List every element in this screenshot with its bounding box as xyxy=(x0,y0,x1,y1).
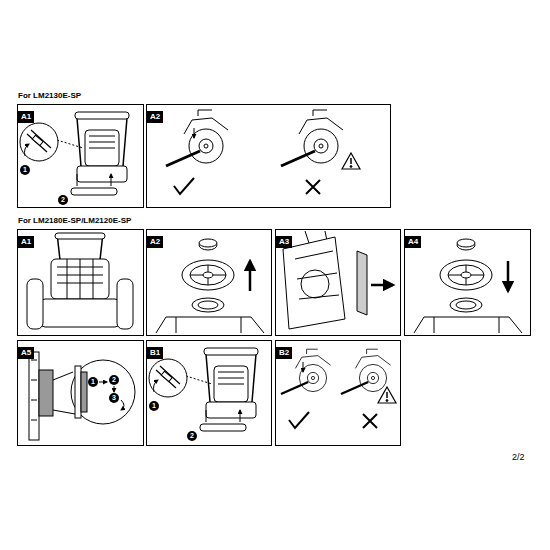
step-panel: A1 xyxy=(17,104,144,208)
step-label: A2 xyxy=(147,111,163,123)
mower-rear-view xyxy=(27,233,133,329)
panel-removal-figure xyxy=(283,231,393,329)
wheel-height-figure xyxy=(166,110,360,194)
step-label: A4 xyxy=(405,236,421,248)
step-label: B1 xyxy=(147,347,163,359)
step-label: A1 xyxy=(18,236,34,248)
section-heading: For LM2180E-SP/LM2120E-SP xyxy=(18,216,131,226)
step-panel: A2 xyxy=(146,229,272,336)
mower-rear-view xyxy=(149,348,258,431)
callout-number: 2 xyxy=(58,195,68,205)
step-panel: A3 xyxy=(275,229,401,336)
callout-number: 1 xyxy=(149,401,159,411)
step-panel: A4 xyxy=(404,229,531,336)
step-panel: B2 xyxy=(275,340,401,446)
step-panel: A1 xyxy=(17,229,144,336)
wheel-removal-figure xyxy=(156,239,264,333)
step-panel: A5 xyxy=(17,340,144,446)
step-label: A2 xyxy=(147,236,163,248)
wheel-height-figure xyxy=(281,349,396,428)
callout-number: 3 xyxy=(109,393,119,403)
page-number: 2/2 xyxy=(512,452,525,463)
mower-rear-view xyxy=(20,112,129,195)
callout-number: 1 xyxy=(20,165,30,175)
step-label: B2 xyxy=(276,347,292,359)
section-heading: For LM2130E-SP xyxy=(18,91,81,101)
panel-fit-figure xyxy=(29,352,135,440)
step-label: A1 xyxy=(18,111,34,123)
step-panel: B1 xyxy=(146,340,272,446)
step-label: A5 xyxy=(18,347,34,359)
callout-number: 1 xyxy=(88,377,98,387)
callout-number: 2 xyxy=(109,375,119,385)
callout-number: 2 xyxy=(187,431,197,441)
step-label: A3 xyxy=(276,236,292,248)
wheel-refit-figure xyxy=(414,239,522,333)
step-panel: A2 xyxy=(146,104,391,208)
